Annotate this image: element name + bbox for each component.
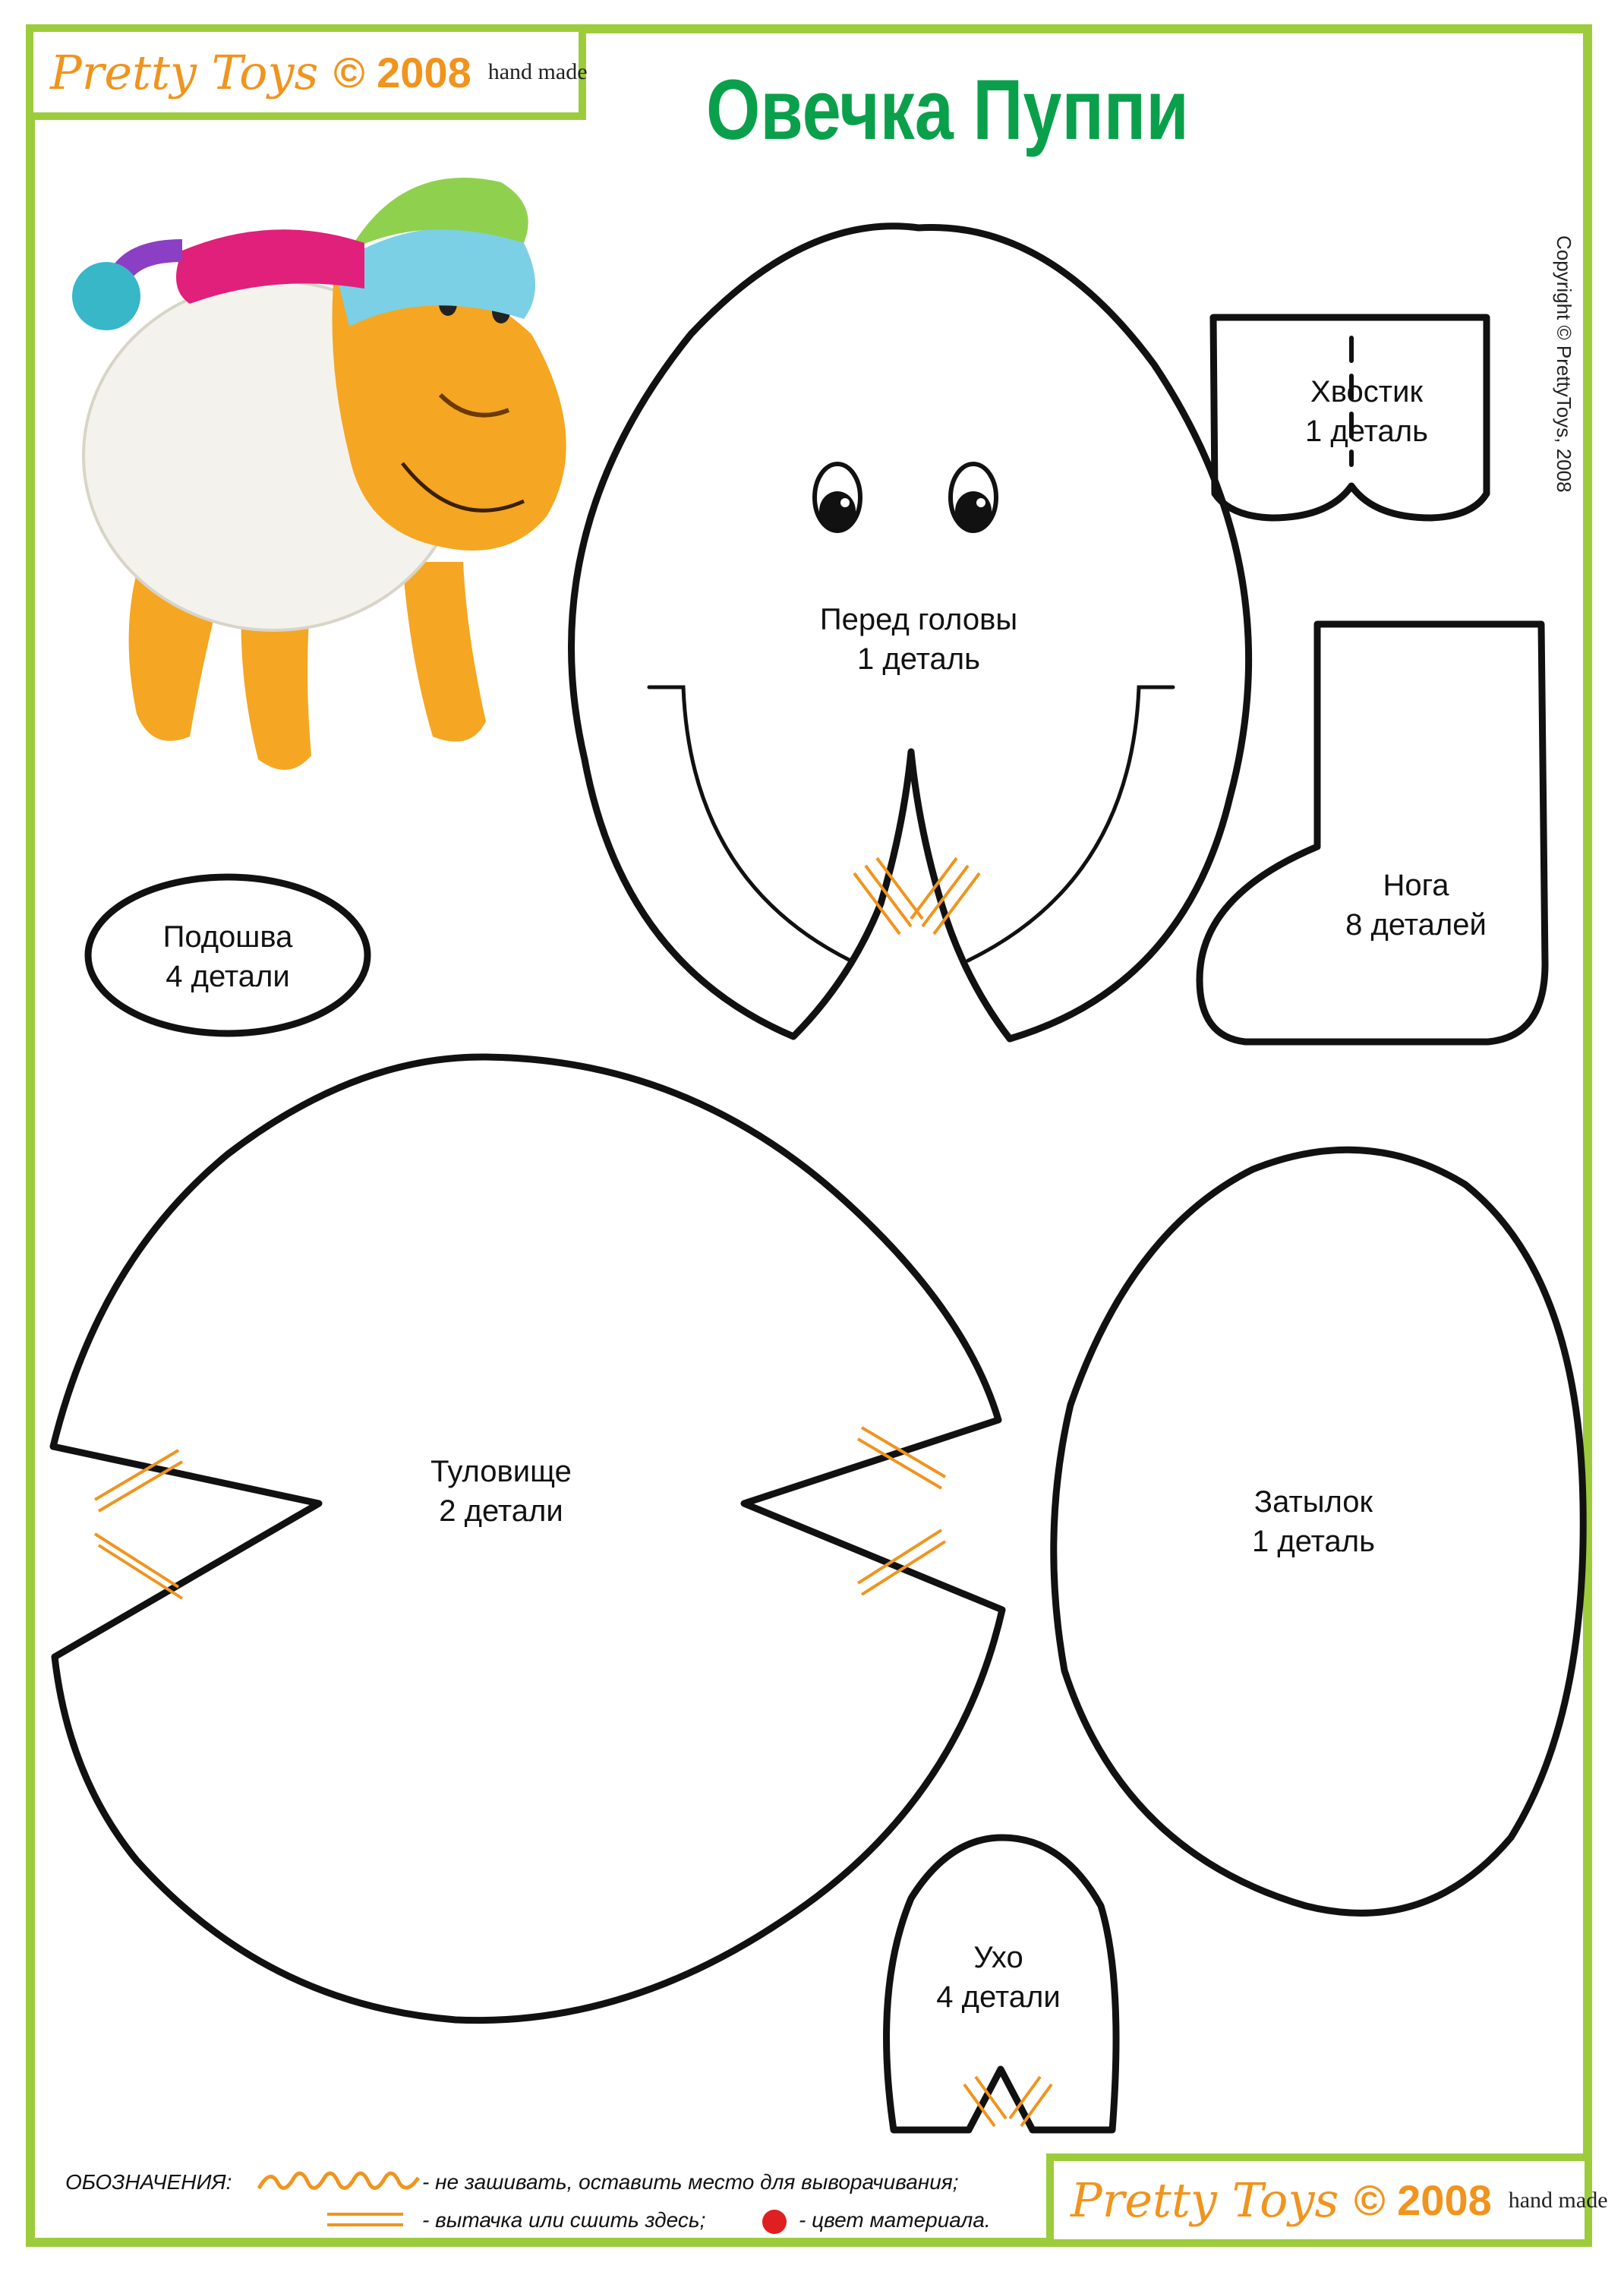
head-front-piece xyxy=(568,222,1253,1043)
piece-count: 4 детали xyxy=(936,1980,1061,2014)
piece-count: 2 детали xyxy=(439,1494,563,1528)
torso-piece xyxy=(49,1053,1006,2024)
piece-count: 1 деталь xyxy=(1305,415,1428,448)
no-sew-symbol xyxy=(257,2171,421,2190)
label-sole: Подошва 4 детали xyxy=(121,917,334,996)
leg-piece xyxy=(1196,620,1549,1046)
legend-heading: ОБОЗНАЧЕНИЯ: xyxy=(65,2170,232,2194)
piece-count: 4 детали xyxy=(166,960,290,993)
sole-piece xyxy=(84,873,371,1037)
piece-count: 8 деталей xyxy=(1345,908,1487,942)
label-ear: Ухо 4 детали xyxy=(888,1938,1108,2017)
color-dot xyxy=(762,2210,787,2234)
piece-name: Нога xyxy=(1383,869,1449,902)
brand-handmade: hand made xyxy=(1508,2187,1608,2213)
piece-name: Хвостик xyxy=(1310,375,1423,409)
brand-year: © 2008 xyxy=(1354,2176,1492,2224)
legend: ОБОЗНАЧЕНИЯ: - не зашивать, оставить мес… xyxy=(65,2170,1014,2246)
label-torso: Туловище 2 детали xyxy=(387,1452,615,1531)
piece-name: Туловище xyxy=(430,1455,572,1488)
label-head-front: Перед головы 1 деталь xyxy=(790,600,1048,679)
piece-name: Затылок xyxy=(1253,1485,1373,1519)
piece-name: Перед головы xyxy=(819,603,1018,636)
tail-piece xyxy=(1209,314,1490,522)
brand-year: © 2008 xyxy=(333,48,471,96)
brand-handmade: hand made xyxy=(487,59,588,84)
eyes-group xyxy=(812,462,998,533)
piece-name: Ухо xyxy=(973,1941,1023,1974)
sheep-toy-photo xyxy=(72,178,566,770)
brand-footer: Pretty Toys © 2008 hand made xyxy=(1046,2153,1608,2247)
label-back-head: Затылок 1 деталь xyxy=(1200,1482,1427,1561)
piece-count: 1 деталь xyxy=(857,642,980,676)
legend-no-sew: - не зашивать, оставить место для вывора… xyxy=(422,2170,959,2194)
legend-color: - цвет материала. xyxy=(799,2208,991,2232)
brand-logo: Pretty Toys xyxy=(50,44,319,100)
legend-dart: - вытачка или сшить здесь; xyxy=(422,2208,706,2232)
ear-piece xyxy=(883,1834,1120,2134)
page-title: Овечка Пуппи xyxy=(706,62,1189,157)
dart-symbol xyxy=(327,2213,403,2226)
label-leg: Нога 8 деталей xyxy=(1306,866,1526,945)
piece-name: Подошва xyxy=(162,920,293,954)
brand-logo: Pretty Toys xyxy=(1071,2172,1339,2228)
brand-header: Pretty Toys © 2008 hand made xyxy=(26,24,588,120)
piece-count: 1 деталь xyxy=(1252,1525,1375,1558)
back-head-piece xyxy=(1050,1146,1587,1917)
label-tail: Хвостик 1 деталь xyxy=(1245,372,1488,451)
